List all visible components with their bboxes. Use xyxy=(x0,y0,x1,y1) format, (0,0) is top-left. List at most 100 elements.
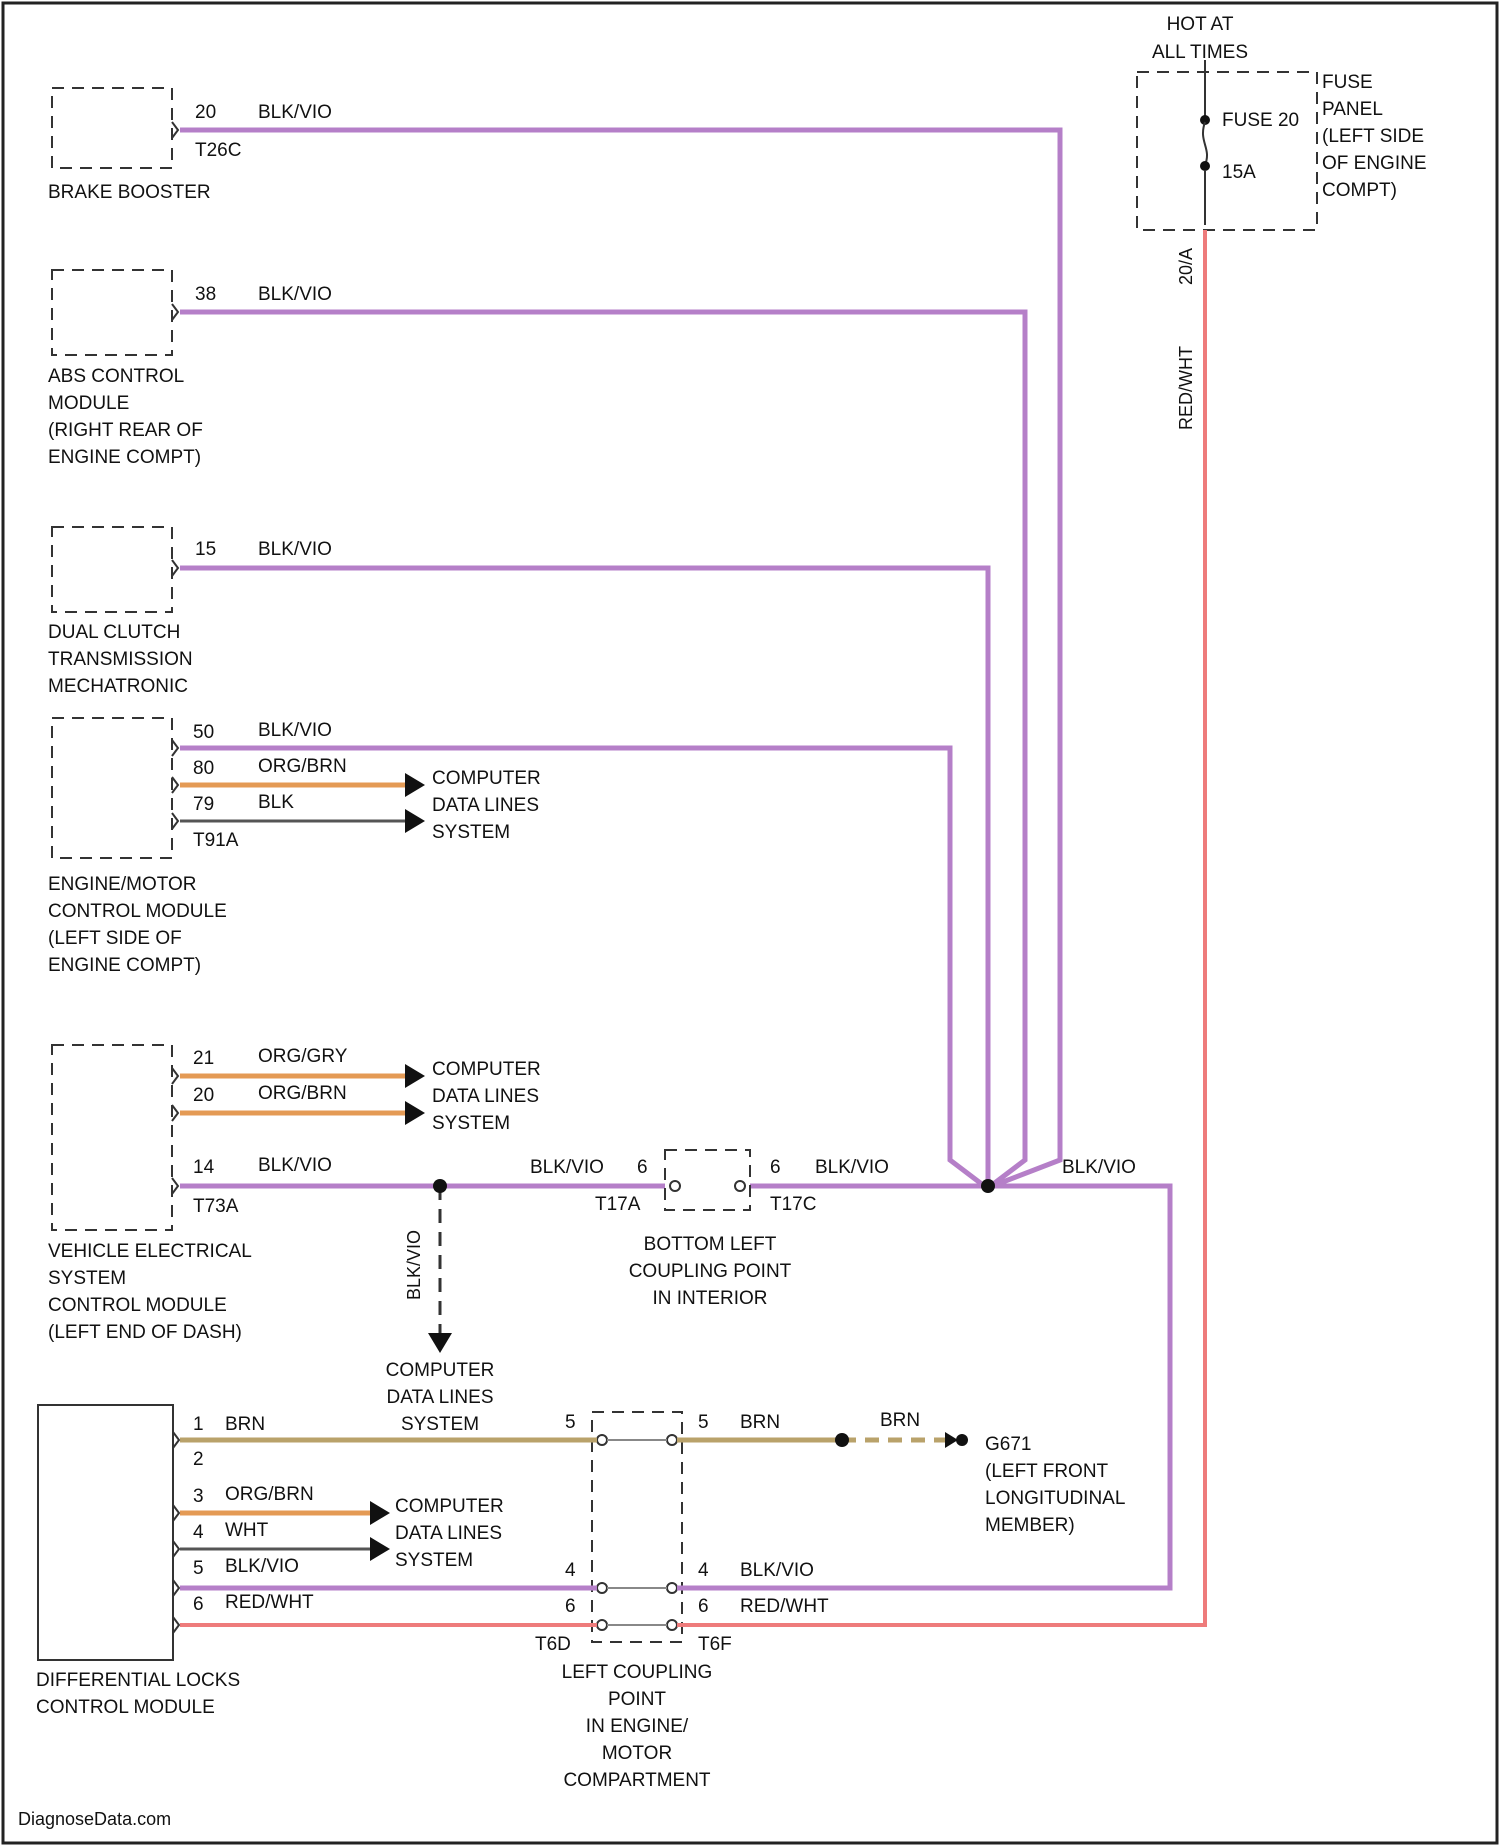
lc-label-4: MOTOR xyxy=(602,1743,672,1764)
bottom-coupling-right-pin: 6 xyxy=(770,1157,781,1178)
dct-label-2: TRANSMISSION xyxy=(48,649,193,670)
cdl-ecm-1: COMPUTER xyxy=(432,768,541,789)
fuse-panel: HOT AT ALL TIMES FUSE 20 15A FUSE PANEL … xyxy=(1137,14,1427,430)
fuse-panel-box xyxy=(1137,72,1317,230)
lc-right-wire-5: BRN xyxy=(740,1412,780,1433)
vesm-wire-14: BLK/VIO xyxy=(258,1155,332,1176)
fuse-panel-label-3: (LEFT SIDE xyxy=(1322,126,1424,147)
bottom-coupling-box xyxy=(665,1150,750,1210)
engine-control-module: ENGINE/MOTOR CONTROL MODULE (LEFT SIDE O… xyxy=(48,718,347,976)
lc-right-wire-4: BLK/VIO xyxy=(740,1560,814,1581)
diff-pin-1: 1 xyxy=(193,1414,204,1435)
cdl-diff-3: SYSTEM xyxy=(395,1550,473,1571)
brake-booster-connector: T26C xyxy=(195,140,241,161)
ecm-box xyxy=(52,718,172,858)
junction-dot xyxy=(981,1179,995,1193)
lc-label-3: IN ENGINE/ xyxy=(586,1716,689,1737)
ground-label-2: (LEFT FRONT xyxy=(985,1461,1109,1482)
lc-label-5: COMPARTMENT xyxy=(563,1770,710,1791)
hot-at-all-times-line1: HOT AT xyxy=(1167,14,1234,35)
brake-booster-wire: BLK/VIO xyxy=(258,102,332,123)
arrow-icon xyxy=(405,773,425,797)
diff-lock-label-1: DIFFERENTIAL LOCKS xyxy=(36,1670,240,1691)
lc-label-2: POINT xyxy=(608,1689,666,1710)
fuse-panel-label-1: FUSE xyxy=(1322,72,1373,93)
ecm-connector: T91A xyxy=(193,830,239,851)
bottom-coupling-label-1: BOTTOM LEFT xyxy=(644,1234,777,1255)
abs-label-1: ABS CONTROL xyxy=(48,366,184,387)
arrow-icon xyxy=(370,1501,390,1525)
abs-control-module: ABS CONTROL MODULE (RIGHT REAR OF ENGINE… xyxy=(48,270,332,468)
bottom-coupling-right-conn: T17C xyxy=(770,1194,816,1215)
ecm-label-1: ENGINE/MOTOR xyxy=(48,874,197,895)
diff-wire-3: ORG/BRN xyxy=(225,1484,314,1505)
arrows xyxy=(370,773,452,1561)
diff-pin-3: 3 xyxy=(193,1486,204,1507)
diff-lock-label-2: CONTROL MODULE xyxy=(36,1697,215,1718)
vesm-pin-14: 14 xyxy=(193,1157,215,1178)
fuse-terminal-label: 20/A xyxy=(1176,248,1196,285)
ground-g671: BRN G671 (LEFT FRONT LONGITUDINAL MEMBER… xyxy=(880,1410,1125,1536)
ecm-wire-50: BLK/VIO xyxy=(258,720,332,741)
dct-wire: BLK/VIO xyxy=(258,539,332,560)
vesm-label-3: CONTROL MODULE xyxy=(48,1295,227,1316)
cdl-ecm-2: DATA LINES xyxy=(432,795,539,816)
vesm-wire-20: ORG/BRN xyxy=(258,1083,347,1104)
left-coupling-engine: 5 5 BRN 4 4 BLK/VIO 6 6 RED/WHT T6D T6F … xyxy=(535,1412,829,1791)
vesm-box xyxy=(52,1045,172,1230)
ecm-pin-80: 80 xyxy=(193,758,214,779)
vesm-label-2: SYSTEM xyxy=(48,1268,126,1289)
ground-splice-dot xyxy=(835,1433,849,1447)
cdl-splice-2: DATA LINES xyxy=(387,1387,494,1408)
abs-module-box xyxy=(52,270,172,355)
arrow-icon xyxy=(405,1101,425,1125)
junction-wire: BLK/VIO xyxy=(1062,1157,1136,1178)
bottom-coupling-left-conn: T17A xyxy=(595,1194,641,1215)
lc-right-wire-6: RED/WHT xyxy=(740,1596,829,1617)
dct-label-3: MECHATRONIC xyxy=(48,676,188,697)
cdl-diff-1: COMPUTER xyxy=(395,1496,504,1517)
bottom-left-coupling: BLK/VIO 6 T17A 6 BLK/VIO T17C BOTTOM LEF… xyxy=(530,1150,889,1309)
cdl-vesm-1: COMPUTER xyxy=(432,1059,541,1080)
vesm-pin-20: 20 xyxy=(193,1085,214,1106)
diff-pin-6: 6 xyxy=(193,1594,204,1615)
arrow-down-icon xyxy=(428,1333,452,1353)
bottom-coupling-right-wire: BLK/VIO xyxy=(815,1157,889,1178)
vesm-label-1: VEHICLE ELECTRICAL xyxy=(48,1241,252,1262)
diff-pin-2: 2 xyxy=(193,1449,204,1470)
lc-left-conn: T6D xyxy=(535,1634,571,1655)
dct-pin: 15 xyxy=(195,539,216,560)
fuse-icon xyxy=(1203,122,1207,165)
wires xyxy=(180,130,1205,1625)
vesm-wire-21: ORG/GRY xyxy=(258,1046,348,1067)
splice-dot xyxy=(433,1179,447,1193)
watermark: DiagnoseData.com xyxy=(18,1809,171,1829)
abs-label-3: (RIGHT REAR OF xyxy=(48,420,203,441)
wire-ecm-50 xyxy=(180,748,983,1185)
fuse-panel-label-5: COMPT) xyxy=(1322,180,1397,201)
diff-wire-6: RED/WHT xyxy=(225,1592,314,1613)
data-lines-ecm: COMPUTER DATA LINES SYSTEM xyxy=(432,768,541,843)
hot-at-all-times-line2: ALL TIMES xyxy=(1152,42,1248,63)
splice-wire-label: BLK/VIO xyxy=(404,1230,424,1300)
arrow-icon xyxy=(405,1064,425,1088)
bottom-coupling-label-3: IN INTERIOR xyxy=(652,1288,767,1309)
left-coupling-box xyxy=(592,1412,682,1642)
lc-label-1: LEFT COUPLING xyxy=(562,1662,713,1683)
lc-left-pin-5: 5 xyxy=(565,1412,576,1433)
ecm-label-2: CONTROL MODULE xyxy=(48,901,227,922)
ground-label-1: G671 xyxy=(985,1434,1031,1455)
lc-right-pin-5: 5 xyxy=(698,1412,709,1433)
diff-pin-5: 5 xyxy=(193,1558,204,1579)
ground-label-3: LONGITUDINAL xyxy=(985,1488,1125,1509)
data-lines-diff: COMPUTER DATA LINES SYSTEM xyxy=(395,1496,504,1571)
cdl-vesm-3: SYSTEM xyxy=(432,1113,510,1134)
cdl-vesm-2: DATA LINES xyxy=(432,1086,539,1107)
ground-label-4: MEMBER) xyxy=(985,1515,1075,1536)
bottom-coupling-left-pin: 6 xyxy=(637,1157,648,1178)
data-lines-vesm: COMPUTER DATA LINES SYSTEM xyxy=(432,1059,541,1134)
lc-left-pin-4: 4 xyxy=(565,1560,576,1581)
fuse-rating: 15A xyxy=(1222,162,1256,183)
vesm-pin-21: 21 xyxy=(193,1048,214,1069)
dct-box xyxy=(52,527,172,612)
